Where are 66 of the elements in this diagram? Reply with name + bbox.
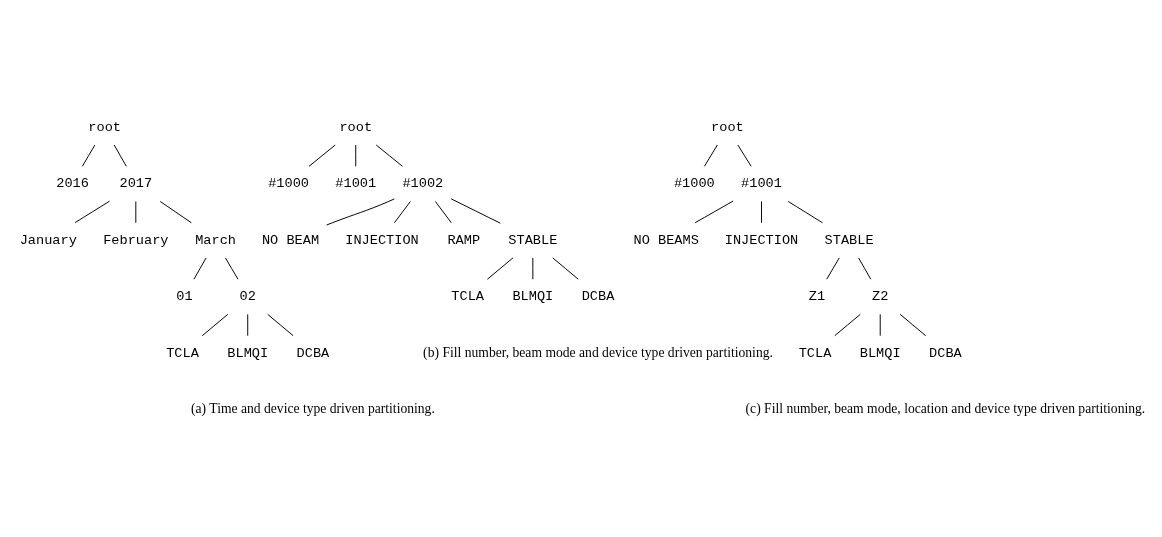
- node-text: INJECTION: [724, 232, 799, 248]
- node-text: INJECTION: [345, 232, 419, 248]
- connector: [737, 144, 752, 167]
- connector: [703, 144, 718, 167]
- node-text: TCLA: [798, 345, 832, 361]
- node-text: 02: [239, 289, 256, 305]
- connector: [308, 144, 336, 167]
- connector: [247, 313, 249, 337]
- node-text: RAMP: [447, 232, 481, 248]
- connector: [552, 257, 579, 280]
- connector: [355, 144, 357, 167]
- connector: [393, 201, 411, 224]
- node-text: NO BEAMS: [633, 232, 699, 248]
- connector: [135, 201, 137, 224]
- node-text: #1001: [741, 176, 782, 192]
- node-text: #1000: [673, 176, 715, 192]
- node-text: root: [711, 120, 744, 136]
- connector: [224, 257, 239, 280]
- connector: [375, 144, 403, 167]
- node-text: #1002: [402, 176, 444, 192]
- connector: [113, 144, 127, 167]
- connector: [201, 313, 229, 337]
- node-text: #1000: [268, 176, 310, 192]
- node-text: STABLE: [824, 232, 874, 248]
- node-text: STABLE: [508, 232, 558, 248]
- connector: [879, 313, 881, 337]
- node-text: TCLA: [166, 345, 199, 361]
- connector: [74, 200, 111, 224]
- node-text: DCBA: [929, 345, 962, 361]
- node-text: #1001: [335, 176, 377, 192]
- node-text: BLMQI: [859, 345, 901, 361]
- connector: [761, 201, 762, 224]
- connector: [787, 201, 823, 224]
- connector: [193, 257, 207, 280]
- connector: [81, 144, 96, 167]
- connector: [532, 257, 534, 280]
- node-text: BLMQI: [227, 345, 269, 361]
- connector: [159, 201, 192, 224]
- connector: [267, 313, 294, 337]
- connector: [326, 198, 395, 226]
- node-text: January: [19, 232, 77, 248]
- node-text: DCBA: [296, 345, 330, 361]
- node-text: February: [103, 232, 169, 248]
- connector: [450, 198, 501, 224]
- label: (b) Fill number, beam mode and device type driven partitioning.: [423, 344, 773, 360]
- connector: [899, 313, 927, 337]
- connector: [858, 257, 872, 280]
- connector: [826, 257, 840, 280]
- node-text: BLMQI: [512, 289, 554, 305]
- node-text: NO BEAM: [261, 232, 320, 248]
- node-text: 2016: [56, 176, 89, 192]
- connector: [486, 257, 514, 280]
- node-text: March: [195, 232, 237, 248]
- connector: [834, 313, 861, 337]
- connector: [694, 200, 734, 224]
- label: (a) Time and device type driven partitioning.: [191, 401, 435, 417]
- node-text: Z2: [872, 289, 889, 305]
- node-text: 2017: [119, 176, 153, 192]
- node-text: root: [88, 120, 122, 136]
- label: (c) Fill number, beam mode, location and device type driven partitioning.: [745, 401, 1146, 417]
- node-text: DCBA: [581, 289, 615, 305]
- node-text: root: [339, 120, 373, 136]
- node-text: Z1: [808, 289, 826, 305]
- node-text: TCLA: [451, 289, 484, 305]
- connector: [434, 201, 452, 224]
- node-text: 01: [176, 289, 193, 305]
